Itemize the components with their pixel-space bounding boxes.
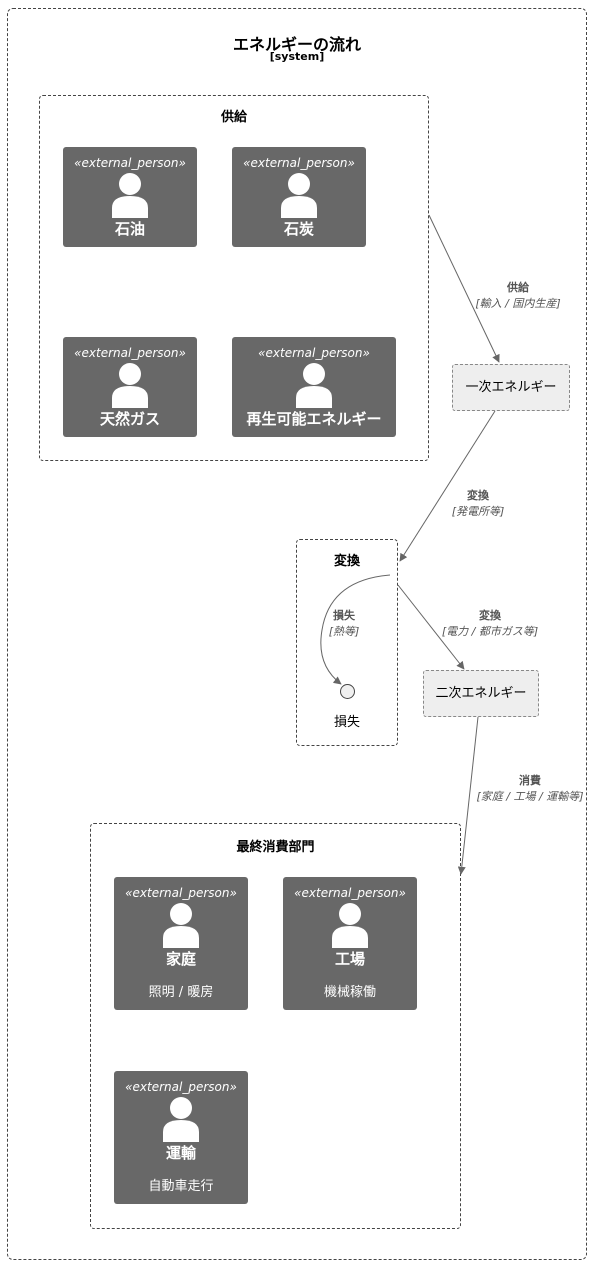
person-name: 工場 — [334, 950, 365, 968]
edge-convert1-line — [399, 410, 496, 562]
person-icon — [296, 363, 332, 408]
person-natural-gas: «external_person» 天然ガス — [63, 337, 197, 437]
person-icon — [163, 903, 199, 948]
person-name: 石油 — [114, 220, 145, 238]
edge-label-consume: 消費 [家庭 / 工場 / 運輸等] — [468, 772, 592, 804]
loss-label: 損失 — [333, 715, 360, 730]
person-name: 石炭 — [283, 220, 314, 238]
supply-boundary: 供給 — [39, 95, 429, 461]
primary-energy-label: 一次エネルギー — [465, 380, 557, 395]
edge-loss-line — [320, 574, 391, 685]
edge-label-title: 供給 — [507, 281, 529, 294]
edge-label-convert2: 変換 [電力 / 都市ガス等] — [432, 607, 548, 639]
person-icon — [163, 1097, 199, 1142]
system-boundary: エネルギーの流れ [system] — [7, 8, 587, 1260]
consumption-title: 最終消費部門 — [236, 840, 315, 855]
edge-convert2-line — [397, 584, 465, 670]
stereotype-label: «external_person» — [294, 886, 406, 900]
edge-label-desc: [輸入 / 国内生産] — [475, 297, 561, 310]
stereotype-label: «external_person» — [258, 346, 370, 360]
person-household: «external_person» 家庭 照明 / 暖房 — [114, 877, 248, 1010]
edge-supply-line — [428, 214, 500, 363]
person-description: 照明 / 暖房 — [148, 985, 214, 1000]
person-icon — [332, 903, 368, 948]
person-coal: «external_person» 石炭 — [232, 147, 366, 247]
stereotype-label: «external_person» — [125, 1080, 237, 1094]
person-renewable: «external_person» 再生可能エネルギー — [232, 337, 396, 437]
edge-label-desc: [家庭 / 工場 / 運輸等] — [476, 790, 584, 803]
person-name: 家庭 — [165, 950, 196, 968]
person-name: 運輸 — [165, 1144, 196, 1162]
edge-label-title: 損失 — [333, 609, 355, 622]
stereotype-label: «external_person» — [74, 156, 186, 170]
person-name: 再生可能エネルギー — [246, 410, 382, 428]
supply-title: 供給 — [220, 110, 247, 125]
edge-label-desc: [発電所等] — [451, 505, 505, 518]
edge-label-title: 変換 — [479, 609, 501, 622]
conversion-boundary: 変換 — [296, 539, 398, 746]
edge-label-loss: 損失 [熱等] — [319, 607, 369, 639]
secondary-energy-label: 二次エネルギー — [435, 686, 527, 701]
edge-label-title: 消費 — [519, 774, 541, 787]
secondary-energy-box: 二次エネルギー — [423, 670, 539, 717]
edge-label-desc: [電力 / 都市ガス等] — [441, 625, 539, 638]
conversion-title: 変換 — [333, 554, 360, 569]
person-transport: «external_person» 運輸 自動車走行 — [114, 1071, 248, 1204]
primary-energy-box: 一次エネルギー — [452, 364, 570, 411]
edge-label-supply: 供給 [輸入 / 国内生産] — [468, 279, 568, 311]
system-title: エネルギーの流れ — [232, 35, 361, 54]
stereotype-label: «external_person» — [243, 156, 355, 170]
edge-label-desc: [熱等] — [328, 625, 360, 638]
edge-label-title: 変換 — [467, 489, 489, 502]
system-subtitle: [system] — [269, 50, 325, 63]
person-name: 天然ガス — [99, 410, 160, 428]
edge-consume-line — [457, 716, 479, 875]
person-oil: «external_person» 石油 — [63, 147, 197, 247]
person-factory: «external_person» 工場 機械稼働 — [283, 877, 417, 1010]
person-icon — [281, 173, 317, 218]
person-description: 自動車走行 — [148, 1179, 214, 1194]
person-description: 機械稼働 — [323, 985, 376, 1000]
consumption-boundary: 最終消費部門 — [90, 823, 461, 1229]
stereotype-label: «external_person» — [74, 346, 186, 360]
loss-node — [340, 684, 355, 699]
edge-label-convert1: 変換 [発電所等] — [426, 487, 530, 519]
person-icon — [112, 173, 148, 218]
person-icon — [112, 363, 148, 408]
stereotype-label: «external_person» — [125, 886, 237, 900]
